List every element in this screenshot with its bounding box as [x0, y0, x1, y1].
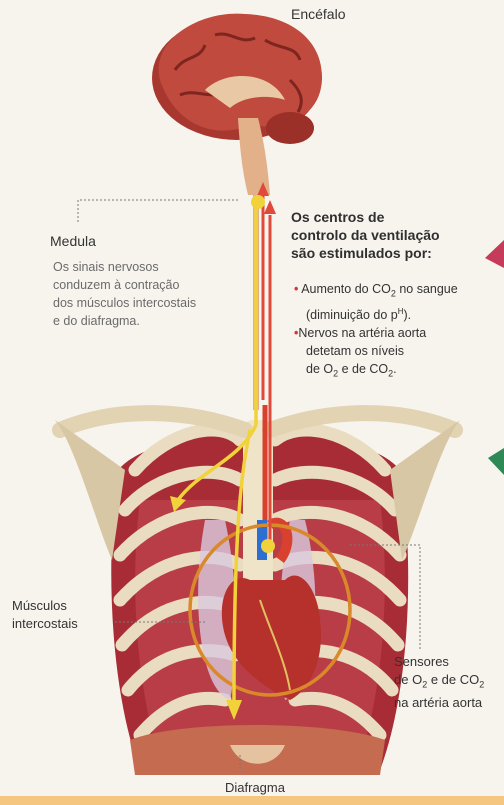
label-medula: Medula	[50, 233, 96, 249]
stimulus-item-aorta: •Nervos na artéria aorta	[294, 324, 458, 342]
label-sensores: Sensores de O2 e de CO2 na artéria aorta	[394, 653, 484, 712]
centros-heading: Os centros de controlo da ventilação são…	[291, 208, 440, 262]
medula-description: Os sinais nervosos conduzem à contração …	[53, 258, 196, 330]
label-diafragma: Diafragma	[225, 780, 285, 795]
label-encefalo: Encéfalo	[291, 6, 345, 22]
stimulus-list: • Aumento do CO2 no sangue (diminuição d…	[294, 280, 458, 382]
brain	[152, 14, 322, 195]
stimulus-item-co2: • Aumento do CO2 no sangue	[294, 280, 458, 303]
label-musculos-intercostais: Músculos intercostais	[12, 597, 78, 633]
